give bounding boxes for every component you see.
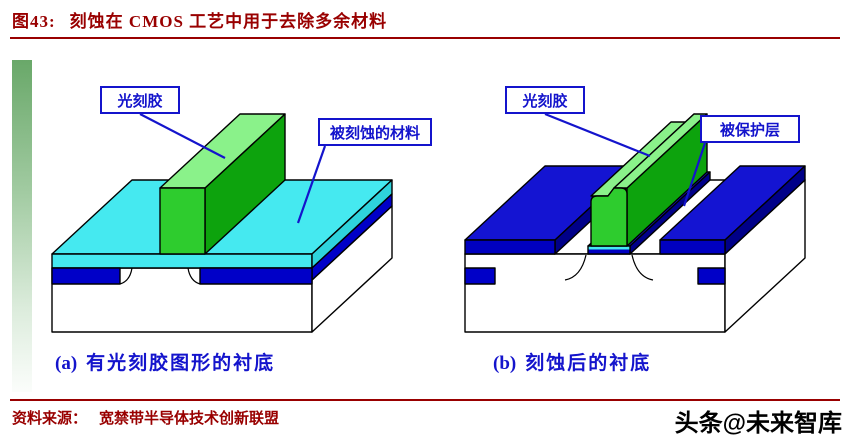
pedestal-front-cyan-strip	[588, 246, 630, 250]
caption-b-text: 刻蚀后的衬底	[525, 353, 652, 374]
protected-pad-left-front	[464, 239, 556, 255]
label-protected-layer: 被保护层	[700, 115, 800, 143]
hump-curve-left	[119, 267, 133, 285]
label-photoresist-b: 光刻胶	[505, 86, 585, 114]
figure-title-text: 刻蚀在 CMOS 工艺中用于去除多余材料	[69, 12, 388, 31]
buried-layer-front-left	[51, 267, 121, 285]
hump-curve-left	[564, 254, 587, 281]
source-label: 资料来源：	[12, 411, 88, 427]
caption-b-marker: (b)	[493, 353, 517, 374]
figure-number: 图43:	[12, 12, 56, 31]
hump-curve-right	[631, 254, 654, 281]
footer-divider	[10, 399, 840, 401]
caption-a: (a) 有光刻胶图形的衬底	[55, 348, 275, 375]
leader-a-material	[296, 145, 327, 224]
figure-title: 图43: 刻蚀在 CMOS 工艺中用于去除多余材料	[12, 7, 387, 32]
caption-b: (b) 刻蚀后的衬底	[493, 348, 651, 375]
buried-bar-left	[464, 267, 496, 285]
leader-b-protected	[682, 142, 707, 207]
substrate-front-face	[464, 253, 726, 333]
photoresist-front-face	[159, 187, 206, 255]
buried-layer-front-right	[199, 267, 313, 285]
caption-a-text: 有光刻胶图形的衬底	[86, 353, 276, 374]
hump-curve-right	[187, 267, 201, 285]
leader-lines	[139, 112, 707, 224]
diagram-a	[51, 113, 393, 333]
caption-a-marker: (a)	[55, 353, 78, 374]
title-underline	[10, 37, 840, 39]
leader-a-photoresist	[139, 113, 226, 159]
etched-material-front-face	[51, 253, 313, 269]
watermark-text: 头条@未来智库	[674, 410, 842, 437]
slide-edge-gradient	[12, 60, 32, 392]
leader-b-photoresist	[544, 112, 651, 158]
source-row: 资料来源： 宽禁带半导体技术创新联盟	[12, 407, 279, 428]
diagram-b	[464, 113, 806, 333]
etching-diagram-svg	[51, 112, 806, 333]
source-value: 宽禁带半导体技术创新联盟	[99, 411, 280, 427]
diagram-panel: 光刻胶 被刻蚀的材料 光刻胶 被保护层 (a) 有光刻胶图形的衬底 (b) 刻蚀后的…	[10, 58, 840, 396]
photoresist-front-face	[590, 187, 628, 247]
label-etched-material: 被刻蚀的材料	[318, 118, 432, 146]
label-photoresist-a: 光刻胶	[100, 86, 180, 114]
pedestal-front-blue-strip	[588, 249, 630, 254]
buried-bar-right	[697, 267, 726, 285]
protected-pad-right-front	[659, 239, 726, 255]
